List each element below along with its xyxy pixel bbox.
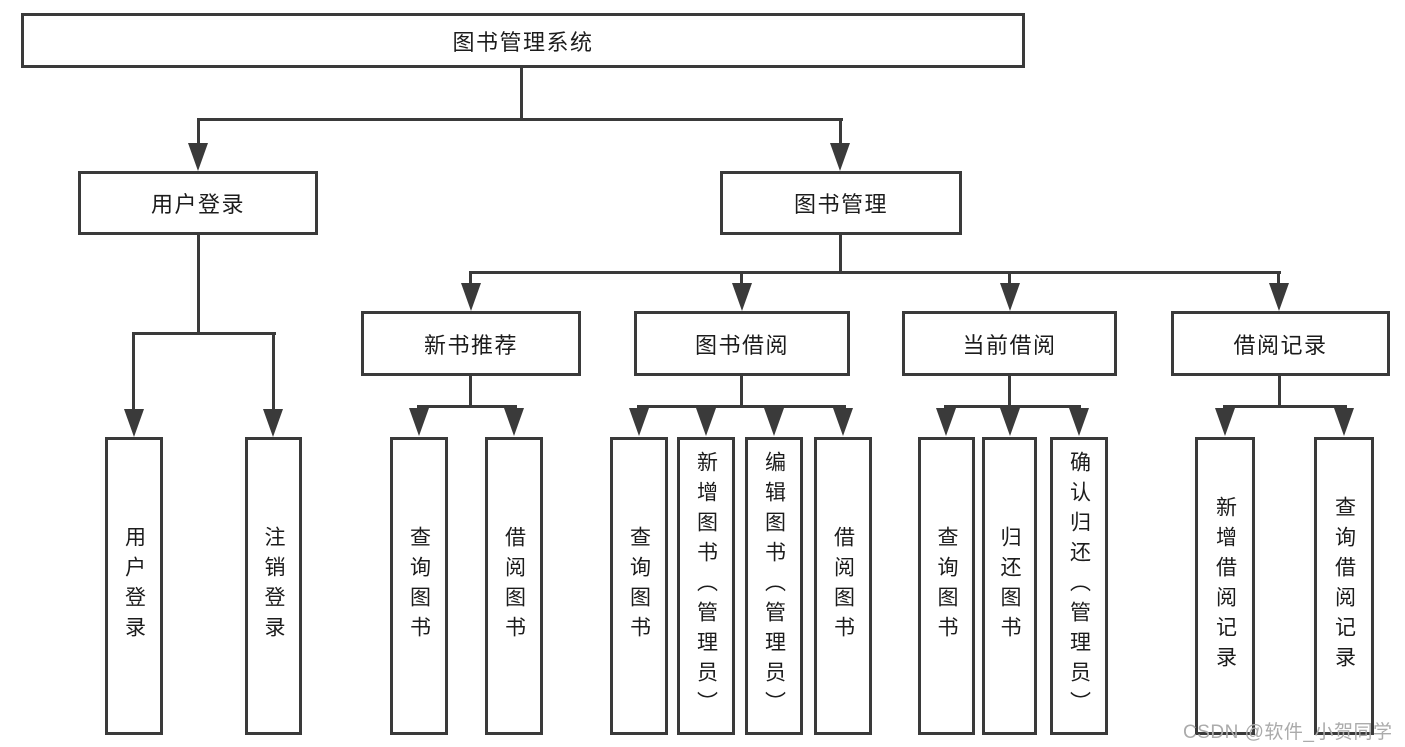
node-label: 图书管理系统: [452, 29, 594, 55]
arrowhead: [409, 408, 429, 436]
edge-line: [1008, 374, 1011, 407]
arrowhead: [629, 408, 649, 436]
leaf-add-borrow-record: 新增借阅记录: [1195, 437, 1255, 735]
edge-line: [740, 271, 743, 285]
csdn-watermark: CSDN @软件_小贺同学: [1183, 722, 1393, 743]
arrowhead: [124, 409, 144, 437]
node-label: 用户登录: [150, 192, 245, 217]
edge-line: [944, 405, 1081, 408]
arrowhead: [263, 409, 283, 437]
leaf-query-books-current: 查询图书: [918, 437, 975, 735]
edge-line: [197, 118, 200, 146]
node-label: 新增借阅记录: [1213, 496, 1237, 676]
edge-line: [272, 332, 275, 411]
node-label: 归还图书: [998, 526, 1021, 646]
node-label: 借阅图书: [831, 526, 855, 646]
edge-line: [839, 118, 842, 146]
arrowhead: [732, 283, 752, 311]
edge-line: [1278, 374, 1281, 407]
edge-line: [469, 271, 1281, 274]
leaf-query-borrow-record: 查询借阅记录: [1314, 437, 1374, 735]
edge-line: [1223, 405, 1347, 408]
leaf-return-book: 归还图书: [982, 437, 1037, 735]
arrowhead: [936, 408, 956, 436]
edge-line: [637, 405, 846, 408]
node-label: 注销登录: [262, 526, 285, 646]
leaf-edit-book-admin: 编辑图书（管理员）: [745, 437, 803, 735]
node-book-borrowing: 图书借阅: [634, 311, 850, 376]
arrowhead: [504, 408, 524, 436]
node-label: 查询借阅记录: [1332, 496, 1356, 676]
edge-line: [132, 332, 135, 411]
leaf-confirm-return-admin: 确认归还（管理员）: [1050, 437, 1108, 735]
node-library-system: 图书管理系统: [21, 13, 1025, 68]
edge-line: [469, 374, 472, 407]
node-label: 借阅图书: [502, 526, 526, 646]
node-label: 查询图书: [407, 526, 431, 646]
edge-line: [1008, 271, 1011, 285]
edge-line: [132, 332, 276, 335]
leaf-user-login: 用户登录: [105, 437, 163, 735]
edge-line: [469, 271, 472, 285]
leaf-add-book-admin: 新增图书（管理员）: [677, 437, 735, 735]
node-label: 图书借阅: [694, 332, 789, 358]
arrowhead: [696, 408, 716, 436]
leaf-borrow-books-recommend: 借阅图书: [485, 437, 543, 735]
arrowhead: [1269, 283, 1289, 311]
arrowhead: [461, 283, 481, 311]
node-label: 借阅记录: [1233, 332, 1328, 358]
arrowhead: [830, 143, 850, 171]
node-current-borrowing: 当前借阅: [902, 311, 1117, 376]
node-label: 查询图书: [627, 526, 651, 646]
edge-line: [197, 233, 200, 334]
arrowhead: [833, 408, 853, 436]
leaf-query-books-recommend: 查询图书: [390, 437, 448, 735]
edge-line: [839, 233, 842, 274]
node-new-book-recommend: 新书推荐: [361, 311, 581, 376]
node-label: 当前借阅: [962, 332, 1057, 358]
node-user-login: 用户登录: [78, 171, 318, 235]
edge-line: [520, 66, 523, 120]
edge-line: [197, 118, 843, 121]
arrowhead: [1000, 283, 1020, 311]
node-label: 新书推荐: [423, 332, 518, 358]
node-label: 确认归还（管理员）: [1067, 451, 1091, 721]
leaf-query-books-borrowing: 查询图书: [610, 437, 668, 735]
arrowhead: [1215, 408, 1235, 436]
node-label: 编辑图书（管理员）: [762, 451, 786, 721]
leaf-borrow-books-borrowing: 借阅图书: [814, 437, 872, 735]
arrowhead: [1000, 408, 1020, 436]
arrowhead: [1334, 408, 1354, 436]
node-label: 新增图书（管理员）: [694, 451, 718, 721]
arrowhead: [1069, 408, 1089, 436]
leaf-logout: 注销登录: [245, 437, 302, 735]
node-label: 用户登录: [122, 526, 146, 646]
node-borrowing-records: 借阅记录: [1171, 311, 1390, 376]
edge-line: [740, 374, 743, 407]
node-label: 图书管理: [793, 192, 888, 217]
arrowhead: [764, 408, 784, 436]
arrowhead: [188, 143, 208, 171]
node-label: 查询图书: [935, 526, 958, 646]
edge-line: [417, 405, 517, 408]
edge-line: [1277, 271, 1280, 285]
node-book-management: 图书管理: [720, 171, 962, 235]
